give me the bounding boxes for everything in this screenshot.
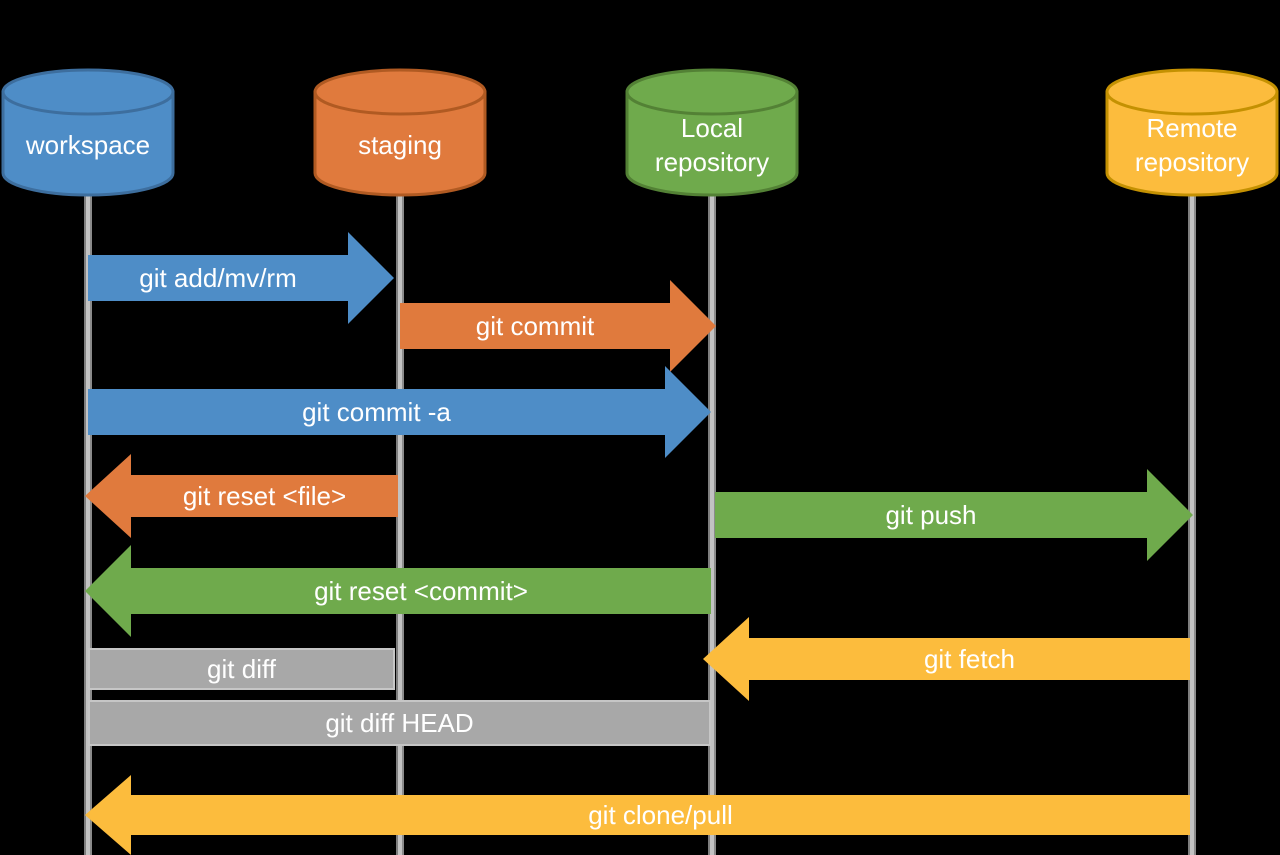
bar-git-diff: git diff <box>88 648 395 690</box>
arrow-git-push: git push <box>715 469 1193 561</box>
arrow-label: git commit <box>475 310 595 341</box>
lifeline-remote-repository <box>1188 190 1196 855</box>
arrow-git-add-mv-rm: git add/mv/rm <box>88 232 394 324</box>
node-workspace: workspace <box>0 67 176 197</box>
node-remote-repository: Remote repository <box>1104 67 1280 197</box>
node-local-repository: Local repository <box>624 67 800 197</box>
lifeline-staging <box>396 190 404 855</box>
arrow-label: git reset <commit> <box>314 575 528 606</box>
arrow-git-clone-pull: git clone/pull <box>85 775 1190 855</box>
bar-git-diff-head: git diff HEAD <box>88 700 711 746</box>
arrow-label: git add/mv/rm <box>139 262 297 293</box>
arrow-git-reset-file: git reset <file> <box>85 454 398 538</box>
lifeline-local-repository <box>708 190 716 855</box>
arrow-git-fetch: git fetch <box>703 617 1190 701</box>
cylinder-icon <box>625 68 799 197</box>
cylinder-icon <box>1 68 175 197</box>
arrow-label: git clone/pull <box>588 799 733 830</box>
node-label-local-repository: Local repository <box>654 113 770 177</box>
arrow-git-commit: git commit <box>400 280 716 372</box>
node-label-remote-repository: Remote repository <box>1134 113 1250 177</box>
node-label-workspace: workspace <box>25 130 151 160</box>
arrow-label: git reset <file> <box>182 480 347 511</box>
lifeline-workspace <box>84 190 92 855</box>
arrow-label: git fetch <box>923 643 1016 674</box>
arrow-label: git commit -a <box>302 396 451 427</box>
bar-label: git diff <box>207 653 276 684</box>
cylinder-icon <box>313 68 487 197</box>
node-staging: staging <box>312 67 488 197</box>
bar-label: git diff HEAD <box>325 707 474 738</box>
node-label-staging: staging <box>358 130 442 160</box>
arrow-label: git push <box>885 499 977 530</box>
cylinder-icon <box>1105 68 1279 197</box>
